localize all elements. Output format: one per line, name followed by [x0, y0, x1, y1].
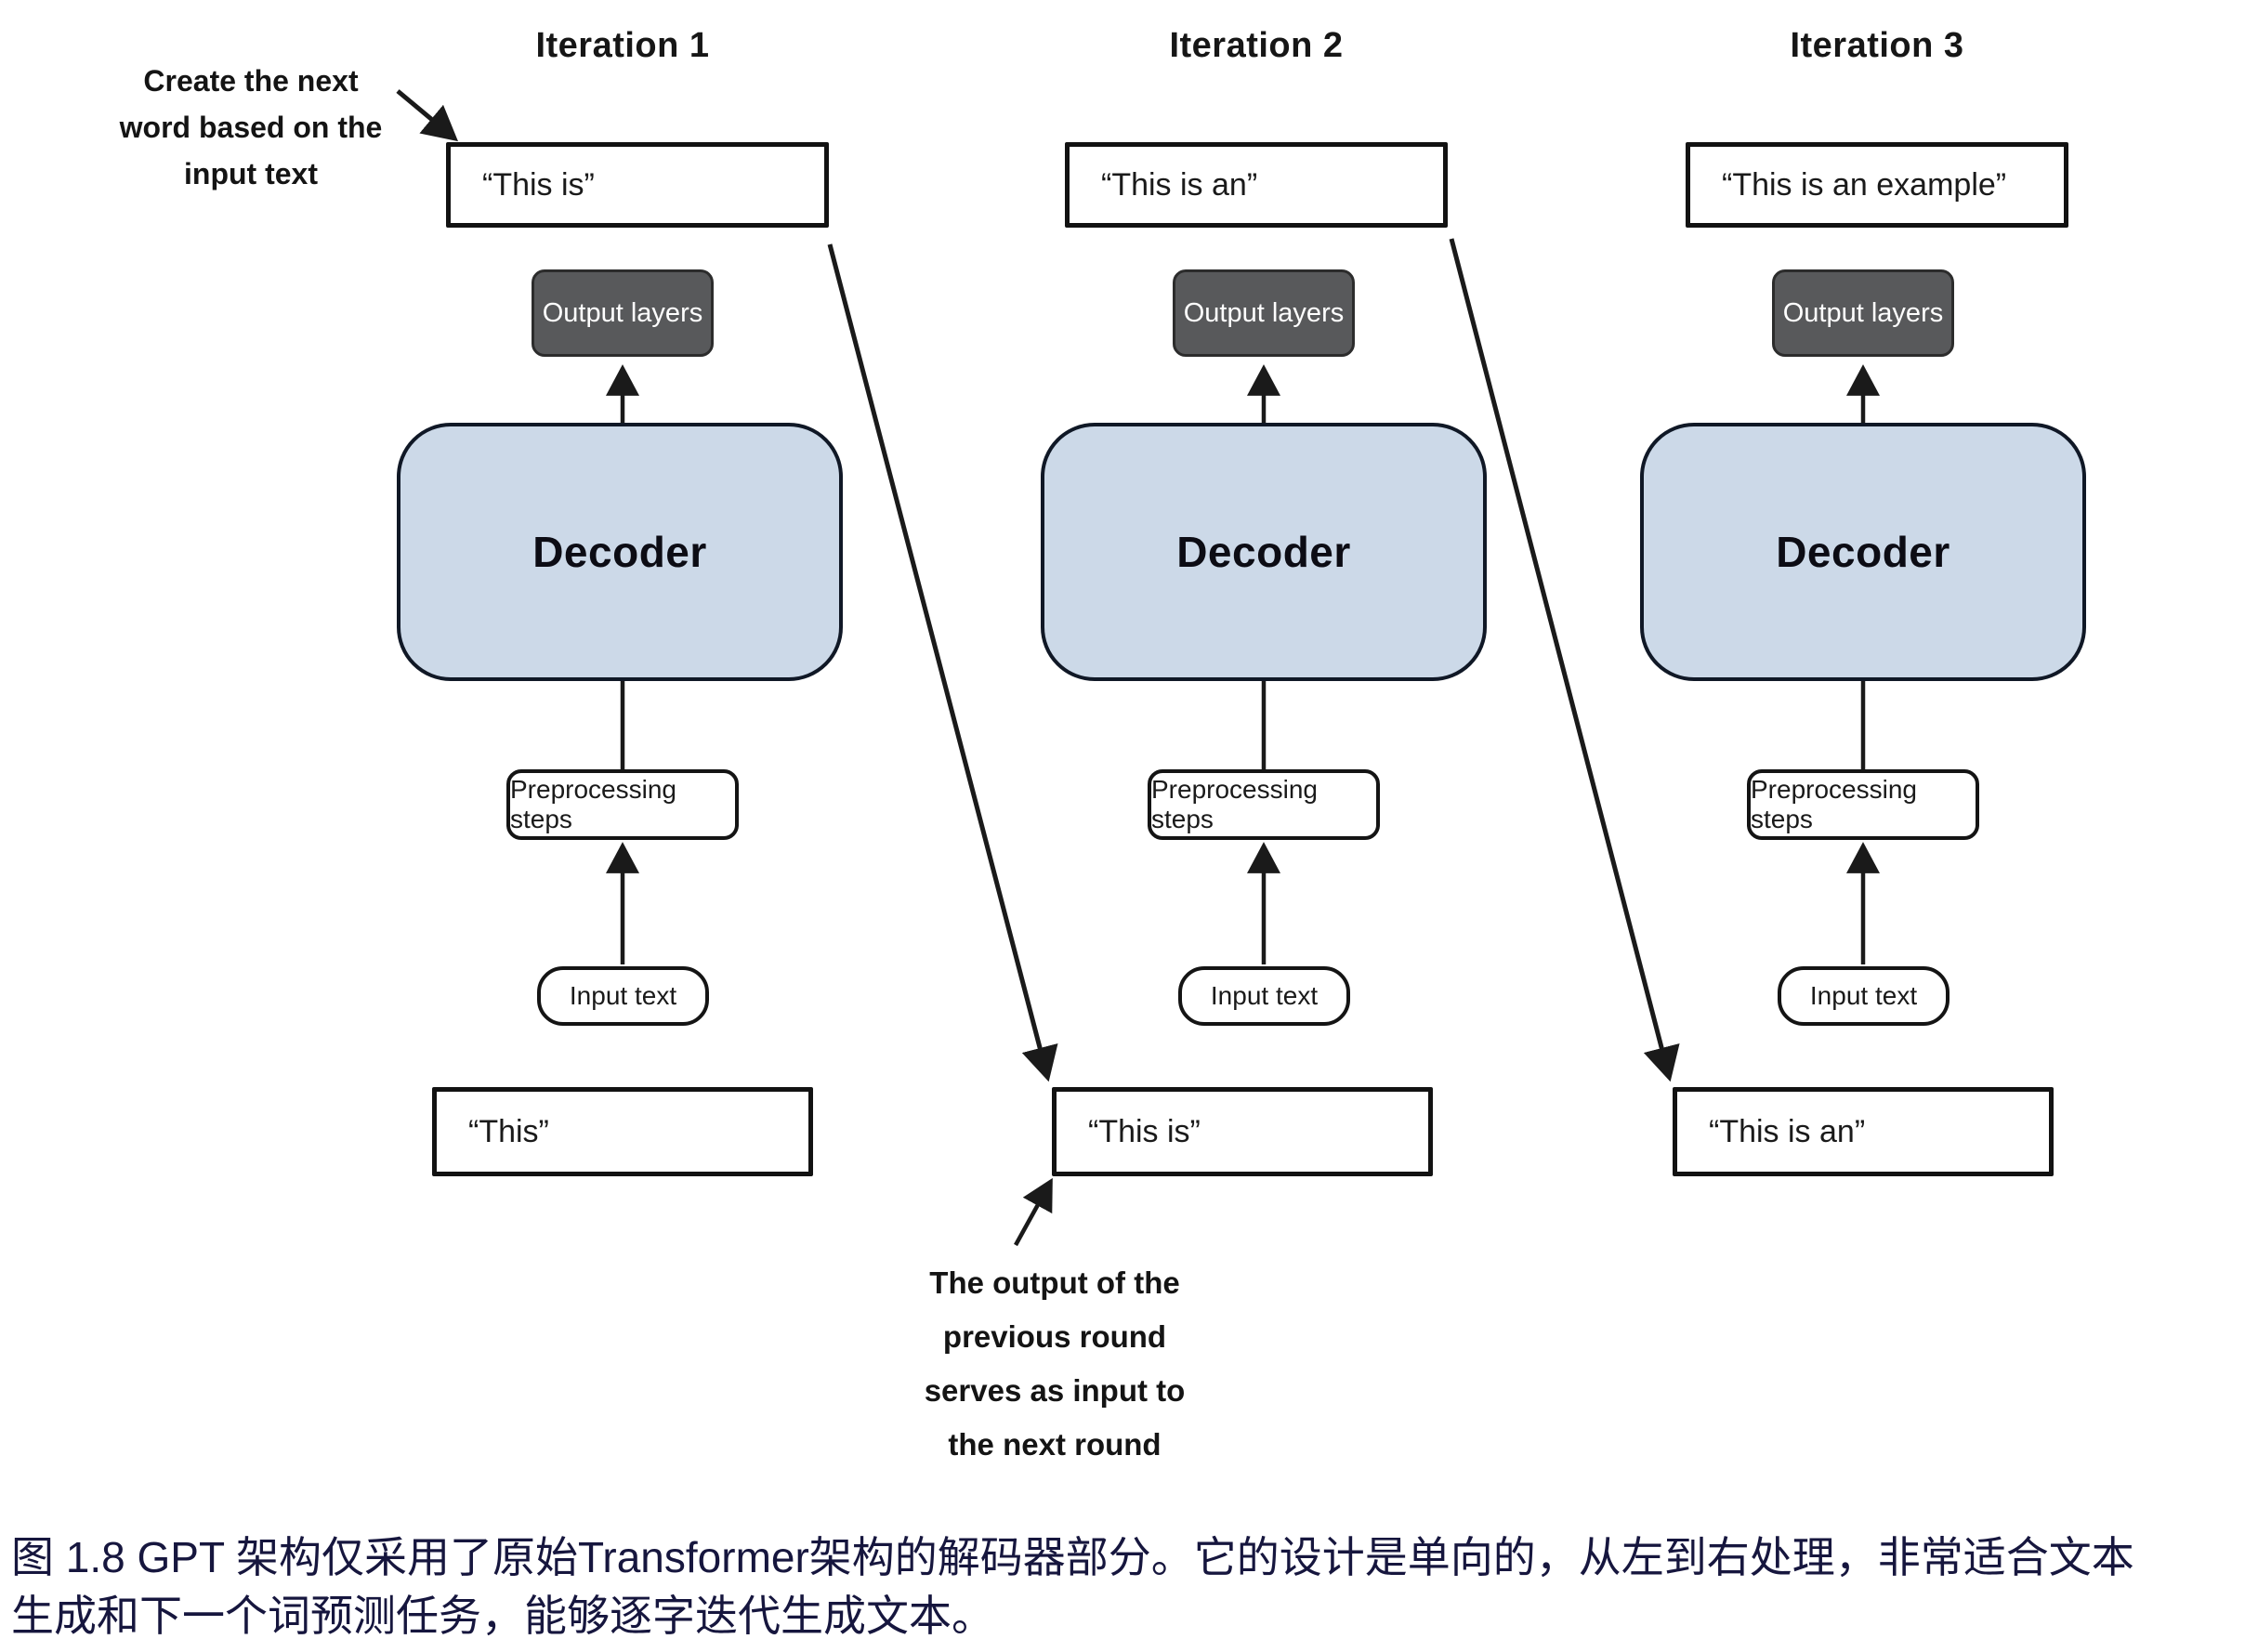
iteration-3-input-pill: Input text: [1778, 966, 1949, 1026]
iteration-3-preprocessing-label: Preprocessing steps: [1751, 775, 1917, 833]
iteration-2-title: Iteration 2: [1169, 26, 1344, 65]
iteration-2-output-text: “This is an”: [1101, 166, 1258, 203]
iteration-1-output-text: “This is”: [482, 166, 595, 203]
top-left-annotation: Create the next word based on the input …: [93, 58, 409, 197]
iteration-3-output-layers: Output layers: [1772, 269, 1954, 357]
figure-caption-line1: 图 1.8 GPT 架构仅采用了原始Transformer架构的解码器部分。它的…: [11, 1533, 2134, 1581]
iteration-2-preprocessing-label: Preprocessing steps: [1151, 775, 1318, 833]
iteration-1-output-text-box: “This is”: [446, 142, 829, 228]
iteration-3-input-text-box: “This is an”: [1673, 1087, 2054, 1176]
iteration-1-decoder-label: Decoder: [532, 528, 707, 576]
figure-caption-line2: 生成和下一个词预测任务，能够逐字迭代生成文本。: [11, 1592, 994, 1640]
iteration-2-input-text-box: “This is”: [1052, 1087, 1433, 1176]
bottom-annotation-line2: previous round: [942, 1319, 1167, 1354]
iteration-1-preprocessing-label: Preprocessing steps: [510, 775, 676, 833]
iteration-3-input-pill-label: Input text: [1809, 981, 1918, 1010]
iteration-2-preprocessing: Preprocessing steps: [1148, 769, 1380, 840]
iteration-3-output-text: “This is an example”: [1722, 166, 2007, 203]
arrow-output1-to-input2: [827, 243, 1058, 1082]
iteration-2-decoder: Decoder: [1041, 423, 1487, 681]
iteration-1-decoder: Decoder: [397, 423, 843, 681]
iteration-1-input-pill-label: Input text: [569, 981, 677, 1010]
arrow-output2-to-input3: [1449, 238, 1680, 1082]
iteration-3-output-layers-label: Output layers: [1782, 297, 1944, 328]
top-left-annotation-line3: input text: [184, 157, 318, 190]
iteration-1-input-text-box: “This”: [432, 1087, 813, 1176]
iteration-1-title: Iteration 1: [535, 26, 710, 65]
bottom-annotation-line3: serves as input to: [924, 1373, 1186, 1408]
iteration-1-input-text: “This”: [468, 1113, 549, 1149]
iteration-3-title: Iteration 3: [1790, 26, 1964, 65]
top-left-annotation-line2: word based on the: [119, 111, 383, 144]
iteration-1-output-layers-label: Output layers: [542, 297, 703, 328]
iteration-2-output-layers-label: Output layers: [1183, 297, 1345, 328]
iteration-2-output-layers: Output layers: [1173, 269, 1355, 357]
iteration-2-input-pill-label: Input text: [1210, 981, 1319, 1010]
top-left-annotation-line1: Create the next: [143, 64, 359, 98]
iteration-2-decoder-label: Decoder: [1176, 528, 1351, 576]
iteration-1-preprocessing: Preprocessing steps: [506, 769, 739, 840]
figure-caption: 图 1.8 GPT 架构仅采用了原始Transformer架构的解码器部分。它的…: [11, 1528, 2251, 1645]
iteration-2-input-pill: Input text: [1178, 966, 1350, 1026]
bottom-annotation: The output of the previous round serves …: [873, 1256, 1236, 1472]
iteration-2-output-text-box: “This is an”: [1065, 142, 1448, 228]
iteration-2-input-text: “This is”: [1088, 1113, 1201, 1149]
iteration-3-decoder-label: Decoder: [1776, 528, 1950, 576]
bottom-annotation-line4: the next round: [948, 1427, 1162, 1462]
arrow-bottom-note-pointer: [1014, 1177, 1053, 1247]
bottom-annotation-line1: The output of the: [929, 1265, 1180, 1300]
iteration-3-output-text-box: “This is an example”: [1686, 142, 2068, 228]
iteration-3-decoder: Decoder: [1640, 423, 2086, 681]
iteration-3-preprocessing: Preprocessing steps: [1747, 769, 1979, 840]
iteration-1-input-pill: Input text: [537, 966, 709, 1026]
iteration-1-output-layers: Output layers: [532, 269, 714, 357]
iteration-3-input-text: “This is an”: [1709, 1113, 1866, 1149]
